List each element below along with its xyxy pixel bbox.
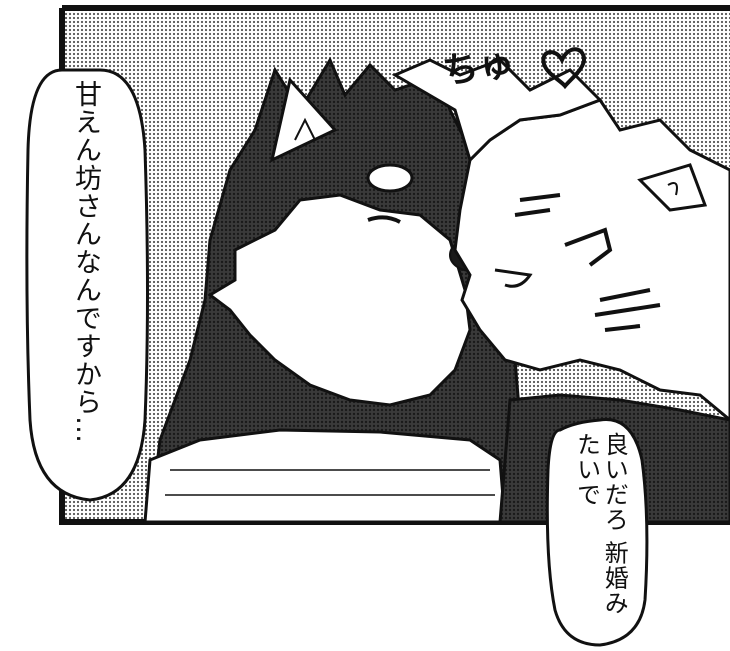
light-character-stripes [514, 193, 661, 332]
light-character-mouth [494, 268, 533, 288]
dark-character-brow-spot [366, 163, 414, 193]
dark-character-collar [143, 428, 507, 524]
speech-right-text: 良いだろ 新婚みたいで [572, 432, 629, 616]
speech-bubble-left [25, 68, 149, 502]
light-character-ear [637, 163, 708, 212]
light-character-hair [391, 58, 603, 163]
speech-left-text: 甘えん坊さんなんですから… [70, 80, 102, 444]
dark-character-ear [269, 76, 338, 163]
speech-bubble-right [545, 418, 649, 647]
sfx-kiss-text: ちゅ [439, 42, 518, 93]
light-character-closed-eye [564, 227, 613, 267]
dark-character-closed-eye [367, 215, 401, 224]
heart-icon [541, 47, 586, 90]
dark-character-muzzle [207, 193, 472, 407]
